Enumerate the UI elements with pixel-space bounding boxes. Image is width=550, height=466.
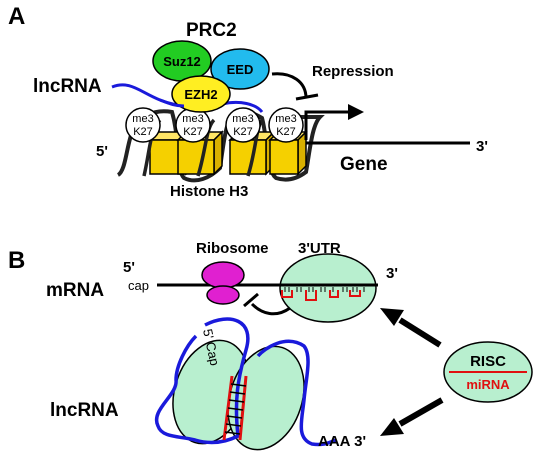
three-prime-a: 3'	[476, 138, 488, 155]
prc2-complex: Suz12 EED EZH2	[152, 40, 270, 113]
risc-to-lncrna-arrowhead-icon	[380, 418, 404, 436]
histone-label: Histone H3	[170, 183, 248, 200]
svg-text:K27: K27	[233, 126, 253, 138]
svg-text:me3: me3	[182, 113, 203, 125]
risc-to-lncrna-arrow	[398, 397, 444, 427]
translation-repression-bar-icon	[243, 292, 259, 308]
duplex-region	[222, 375, 248, 441]
repression-arrow	[271, 72, 308, 99]
risc-label: RISC	[470, 353, 506, 370]
svg-text:Suz12: Suz12	[163, 54, 201, 69]
ribosome	[201, 261, 245, 305]
gene-label: Gene	[340, 154, 388, 175]
svg-text:EZH2: EZH2	[184, 87, 217, 102]
polya-label: AAA 3'	[318, 433, 366, 450]
svg-text:K27: K27	[183, 126, 203, 138]
risc-to-mrna-arrowhead-icon	[380, 308, 404, 326]
translation-repression-arrow	[250, 302, 291, 316]
lncrna-label-b: lncRNA	[50, 400, 119, 421]
svg-text:me3: me3	[232, 113, 253, 125]
panel-a-label: A	[8, 3, 25, 30]
svg-text:K27: K27	[133, 126, 153, 138]
tss-arrow	[304, 110, 350, 140]
repression-label: Repression	[312, 63, 394, 80]
mrna-label: mRNA	[46, 280, 104, 301]
five-prime-b: 5'	[123, 259, 135, 276]
risc-complex: RISC miRNA	[443, 341, 533, 403]
h3k27me3-mark-3: me3 K27	[225, 107, 261, 143]
eed-subunit	[210, 48, 270, 90]
h3k27me3-mark-2: me3 K27	[175, 107, 211, 143]
h3k27me3-mark-4: me3 K27	[268, 107, 304, 143]
h3k27me3-mark-1: me3 K27	[125, 107, 161, 143]
utr-region	[279, 253, 377, 323]
lncrna-strand-b	[154, 317, 337, 447]
mirna-binding-site	[281, 290, 361, 301]
lncrna-label-a: lncRNA	[33, 76, 102, 97]
cap-label: cap	[128, 278, 149, 293]
repression-bar-icon	[295, 93, 319, 101]
mirna-label: miRNA	[466, 377, 510, 392]
three-prime-b: 3'	[386, 265, 398, 282]
tss-arrowhead-icon	[348, 104, 364, 120]
risc-to-mrna-arrow	[398, 317, 442, 348]
ezh2-subunit	[171, 75, 231, 113]
svg-text:me3: me3	[132, 113, 153, 125]
prc2-label: PRC2	[186, 20, 237, 41]
svg-text:me3: me3	[275, 113, 296, 125]
svg-text:EED: EED	[227, 62, 254, 77]
ribosome-label: Ribosome	[196, 240, 269, 257]
utr-label: 3'UTR	[298, 240, 341, 257]
five-prime-a: 5'	[96, 143, 108, 160]
panel-b-label: B	[8, 247, 25, 274]
svg-text:K27: K27	[276, 126, 296, 138]
